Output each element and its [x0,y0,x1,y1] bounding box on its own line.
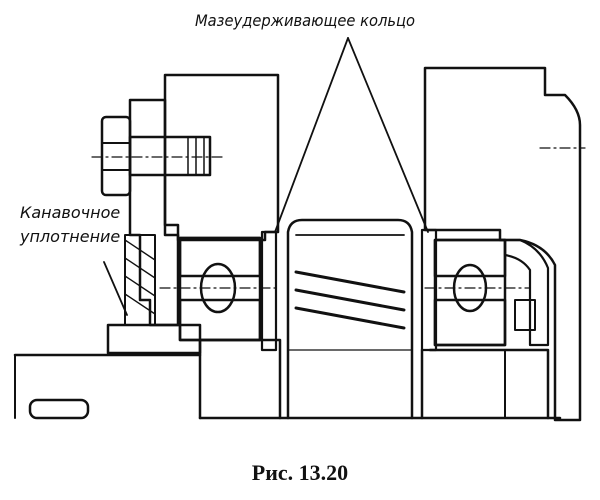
central-gear [198,218,562,420]
label-groove-seal-line1: Канавочное [20,203,120,222]
figure-caption: Рис. 13.20 [252,460,348,485]
left-oil-ring [260,230,278,352]
right-shaft [420,348,550,420]
groove-seal-leader [103,261,128,316]
oil-ring-leaders [274,37,429,233]
left-bearing-cap [124,98,180,327]
right-bearing-cap [503,238,550,347]
label-oil-ring: Мазеудерживающее кольцо [195,11,415,30]
left-housing [163,73,280,242]
left-shaft [13,338,282,420]
bolt [91,115,223,197]
label-groove-seal-line2: уплотнение [19,227,120,246]
